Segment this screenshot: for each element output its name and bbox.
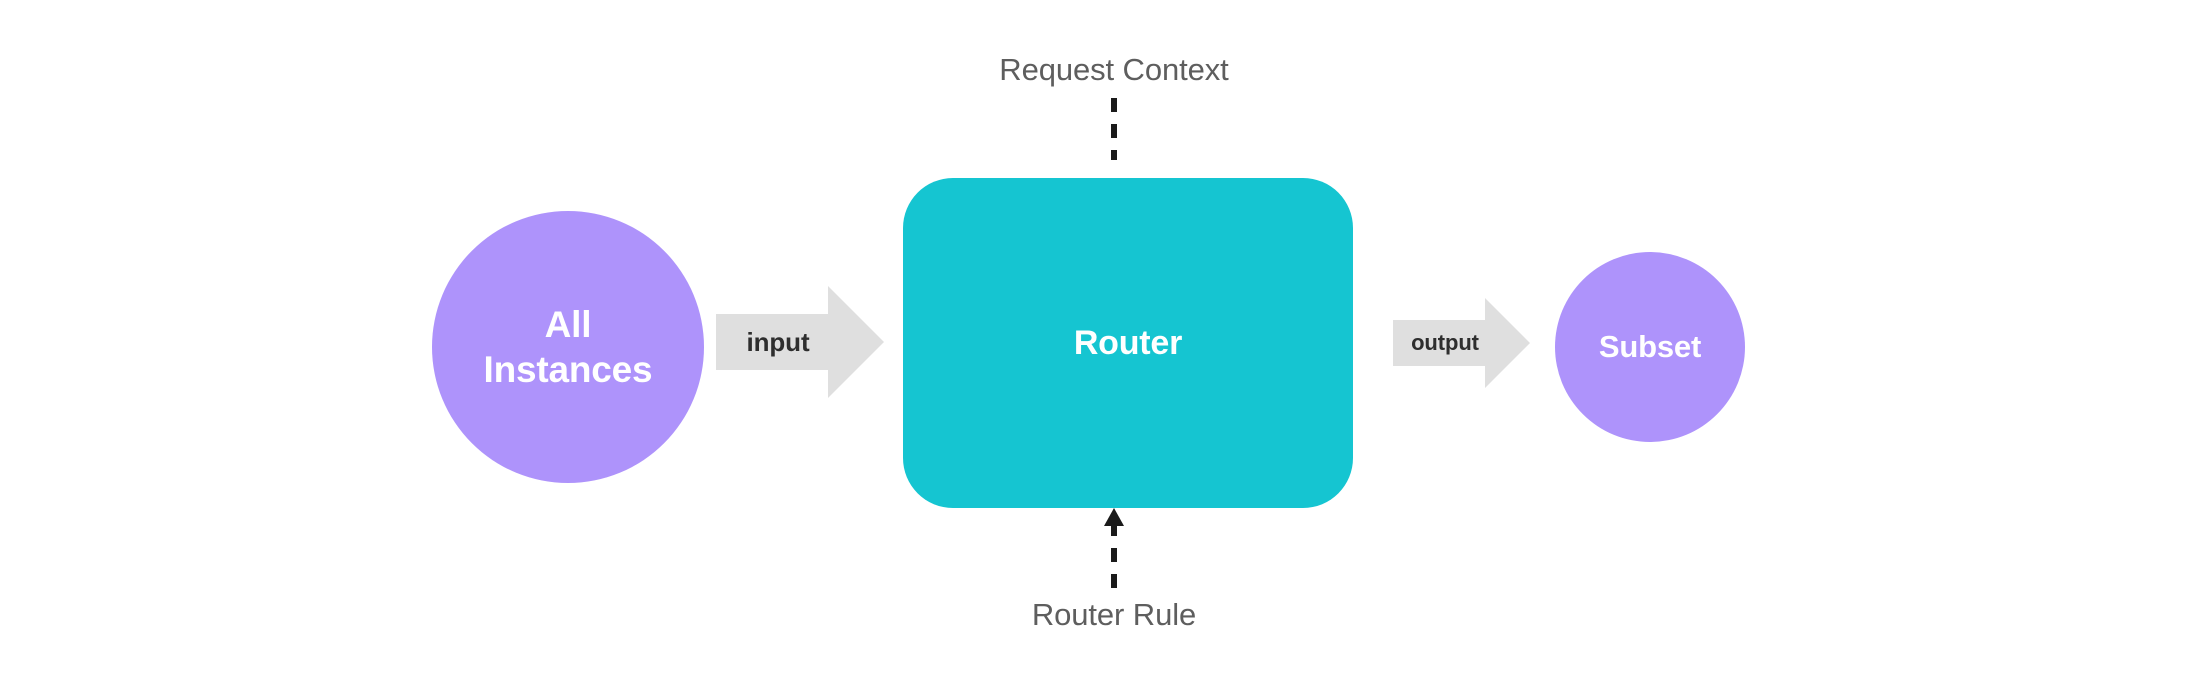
node-all-instances[interactable]: All Instances	[432, 211, 704, 483]
output-arrow-shape	[1393, 298, 1530, 388]
input-arrow: input	[716, 286, 884, 398]
node-router[interactable]: Router	[903, 178, 1353, 508]
request-context-connector	[1098, 98, 1130, 180]
input-arrow-shape	[716, 286, 884, 398]
node-subset[interactable]: Subset	[1555, 252, 1745, 442]
router-rule-label: Router Rule	[1031, 597, 1197, 632]
input-arrow-label: input	[746, 326, 810, 357]
router-rule-arrowhead	[1104, 508, 1124, 526]
router-label: Router	[1073, 323, 1183, 362]
request-context-label: Request Context	[999, 52, 1229, 87]
subset-label: Subset	[1598, 329, 1702, 365]
all-instances-label: All Instances	[483, 303, 653, 390]
router-rule-connector	[1098, 506, 1130, 588]
output-arrow-label: output	[1411, 330, 1479, 355]
output-arrow: output	[1393, 298, 1530, 388]
